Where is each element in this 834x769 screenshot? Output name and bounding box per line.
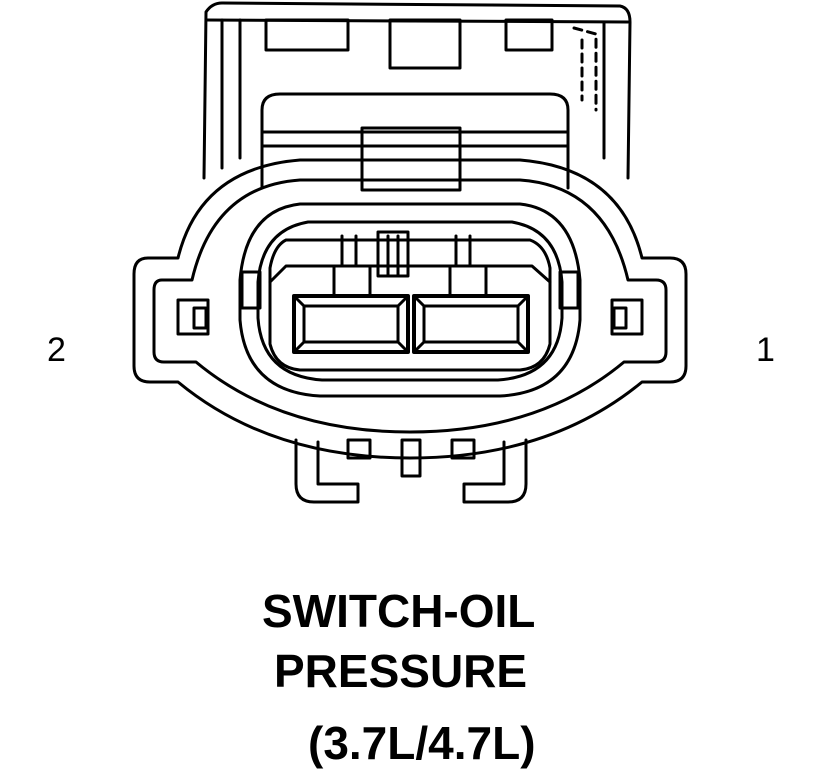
connector-latch <box>202 1 632 192</box>
connector-title-line-2: PRESSURE <box>274 645 528 697</box>
connector-bottom-keys <box>294 438 528 504</box>
connector-title-line-1: SWITCH-OIL <box>262 585 536 637</box>
pin-2-label: 2 <box>47 331 66 369</box>
connector-inner-housing <box>152 178 668 434</box>
connector-title-line-3: (3.7L/4.7L) <box>308 717 536 769</box>
connector-housing-outline <box>132 158 688 460</box>
terminal-cavity-surround <box>238 202 582 398</box>
terminal-1 <box>412 294 530 354</box>
left-locking-tab <box>176 298 210 336</box>
terminal-2 <box>292 294 410 354</box>
pin-1-label: 1 <box>756 331 775 369</box>
terminal-cavity <box>268 238 552 372</box>
right-locking-tab <box>610 298 644 336</box>
